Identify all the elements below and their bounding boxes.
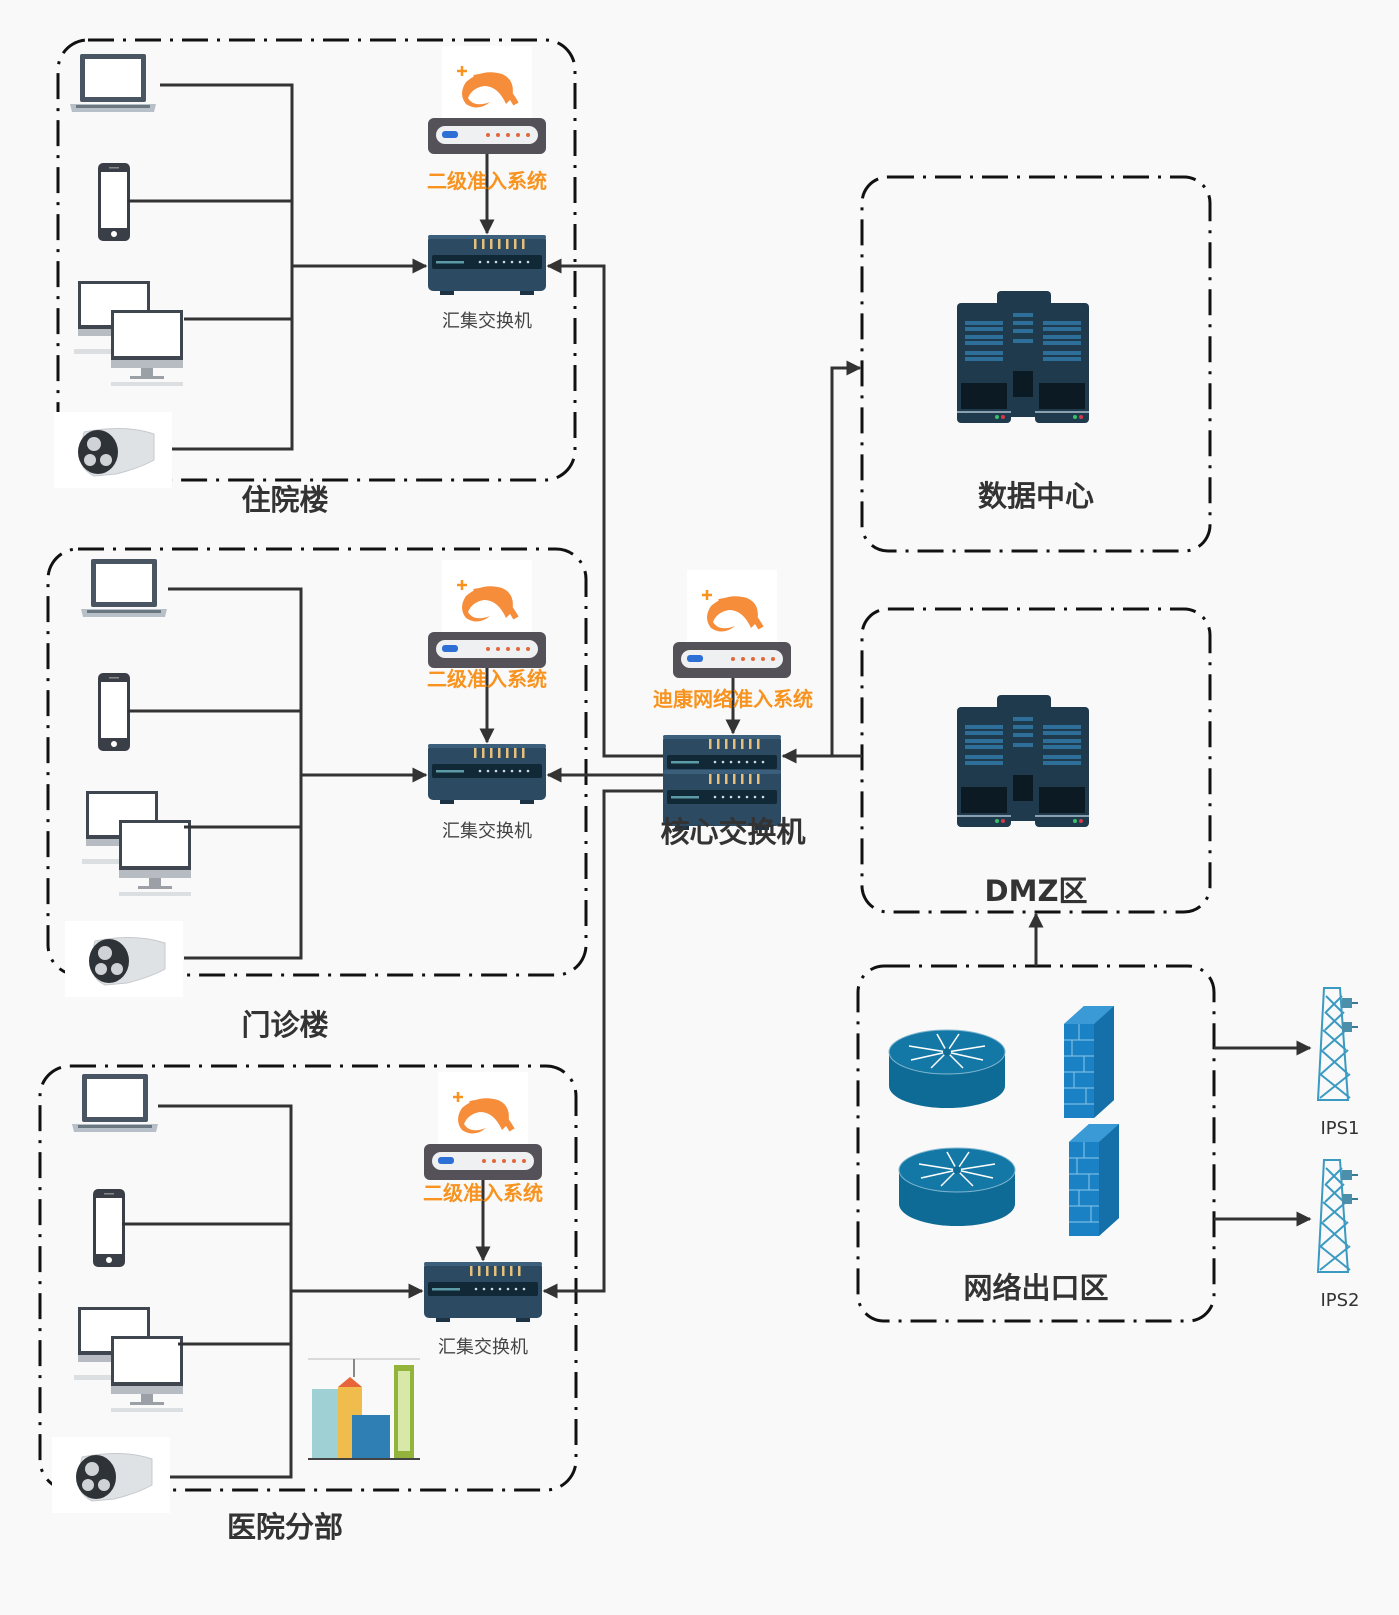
phone-icon [93,1189,125,1267]
connector-core-to-branch [542,789,663,1299]
nac-label: 二级准入系统 [423,1181,543,1205]
laptop-icon [70,54,156,112]
cluster-frame-inpatient [56,38,577,482]
cluster-frame-outpatient [46,547,588,977]
core-nac-label: 迪康网络准入系统 [653,687,813,711]
egress-label: 网络出口区 [963,1271,1108,1305]
cluster-label: 医院分部 [227,1510,343,1544]
zone-frame-egress [856,964,1216,1323]
security-camera-icon [51,1436,171,1514]
isp1-tower-icon[interactable] [1317,987,1359,1101]
connector-laptop [158,1104,293,1291]
connector-camera [172,266,294,451]
phone-icon [98,673,130,751]
nac-appliance-icon[interactable] [428,46,546,154]
nac-label: 二级准入系统 [427,667,547,691]
cluster-branch: 二级准入系统 汇集交换机 医院分部 [51,1072,543,1544]
desktop-computers-icon [74,1307,183,1412]
isp2-tower-icon[interactable] [1317,1159,1359,1273]
cluster-outpatient: 二级准入系统 汇集交换机 门诊楼 [64,559,547,1042]
switch-label: 汇集交换机 [438,1337,528,1358]
datacenter-label: 数据中心 [978,479,1094,513]
connector-laptop [168,587,303,775]
connector-laptop [160,83,294,266]
firewall-icon[interactable] [1063,1005,1115,1119]
security-camera-icon [64,920,184,998]
desktop-computers-icon [74,281,183,386]
cluster-label: 住院楼 [241,483,328,517]
laptop-icon [72,1074,158,1132]
distribution-switch-icon[interactable] [428,744,546,804]
connector-core-to-datacenter [830,360,862,756]
zone-frame-datacenter [860,175,1212,553]
nac-appliance-icon[interactable] [428,560,546,668]
nac-appliance-icon[interactable] [424,1072,542,1180]
connector-camera [184,775,303,960]
distribution-switch-icon[interactable] [424,1262,542,1322]
router-icon[interactable] [898,1147,1016,1227]
firewall-icon[interactable] [1068,1123,1120,1237]
router-icon[interactable] [888,1029,1006,1109]
isp1-label: IPS1 [1320,1118,1359,1139]
cluster-inpatient: 二级准入系统 汇集交换机 住院楼 [53,46,547,517]
isp2-label: IPS2 [1320,1290,1359,1311]
core-switch-group: 迪康网络准入系统 核心交换机 [653,570,813,849]
cluster-label: 门诊楼 [241,1008,328,1042]
cluster-frame-branch [38,1064,578,1492]
datacenter-server-icon[interactable] [957,291,1089,423]
nac-label: 二级准入系统 [427,169,547,193]
city-buildings-icon [307,1358,421,1460]
connector-camera [170,1291,293,1479]
desktop-computers-icon [82,791,191,896]
core-switch-label: 核心交换机 [660,815,805,849]
dmz-server-icon[interactable] [957,695,1089,827]
security-camera-icon [53,411,173,489]
phone-icon [98,163,130,241]
distribution-switch-icon[interactable] [428,235,546,295]
switch-label: 汇集交换机 [442,821,532,842]
switch-label: 汇集交换机 [442,311,532,332]
laptop-icon [81,559,167,617]
core-nac-appliance-icon[interactable] [673,570,791,678]
zone-frame-dmz [860,607,1212,914]
dmz-label: DMZ区 [985,874,1088,908]
connector-core-to-inpatient [546,258,663,758]
